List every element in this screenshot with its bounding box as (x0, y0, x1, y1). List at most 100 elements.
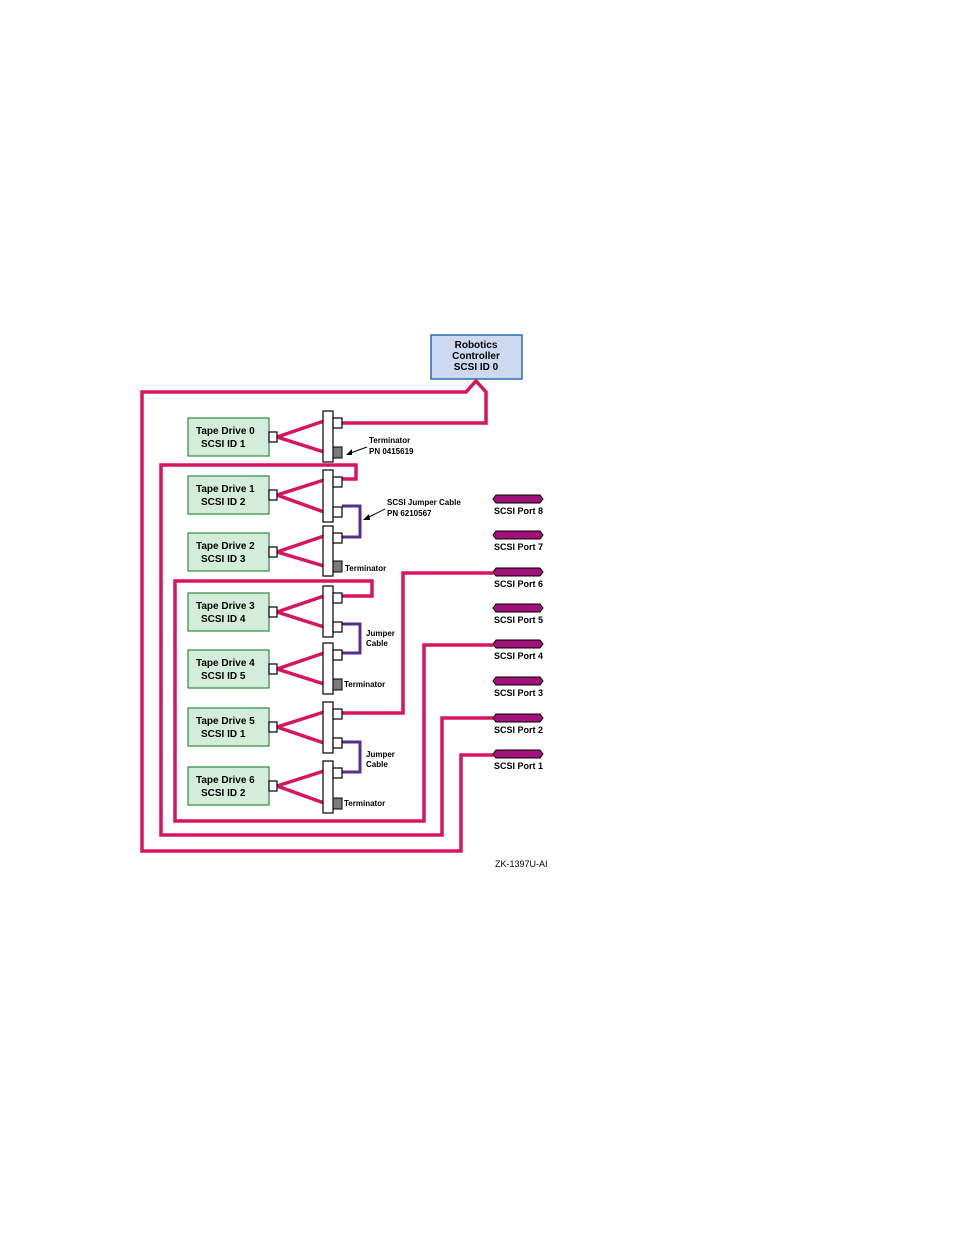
jumper-label-3b: Cable (366, 760, 388, 769)
tape-drive-name: Tape Drive 3 (196, 601, 255, 612)
jumper-cable-2 (342, 622, 362, 655)
splitter-lower-connector (332, 737, 343, 749)
scsi-port-label: SCSI Port 7 (494, 542, 543, 552)
tape-drive-name: Tape Drive 2 (196, 541, 255, 552)
scsi-port-connector (492, 494, 544, 504)
drive-connector (268, 780, 278, 792)
jumper-label-3a: Jumper (366, 750, 395, 759)
scsi-port-label: SCSI Port 3 (494, 688, 543, 698)
tape-drive-name: Tape Drive 5 (196, 716, 255, 727)
terminator (332, 678, 343, 691)
drive-cable-upper (276, 534, 325, 554)
drive-cable-upper (276, 769, 325, 788)
tape-drive-3: Tape Drive 3 SCSI ID 4 (187, 585, 343, 638)
splitter-bar (322, 469, 334, 523)
tape-drive-4: Tape Drive 4 SCSI ID 5 (187, 642, 343, 695)
drive-cable-upper (276, 710, 325, 729)
drive-cable-upper (276, 594, 325, 614)
drive-cable-lower (276, 610, 325, 629)
scsi-port-7: SCSI Port 7 (492, 530, 544, 552)
scsi-port-3: SCSI Port 3 (492, 676, 544, 698)
cable-drive3-to-port4 (173, 579, 494, 823)
tape-drive-scsi-id: SCSI ID 1 (201, 729, 246, 740)
tape-drive-5: Tape Drive 5 SCSI ID 1 (187, 701, 343, 754)
scsi-port-connector (492, 603, 544, 613)
figure-id: ZK-1397U-AI (495, 859, 548, 869)
splitter-upper-connector (332, 476, 343, 488)
drive-cable-lower (276, 725, 325, 745)
drive-connector (268, 663, 278, 675)
drive-connector (268, 431, 278, 443)
jumper-label-top: SCSI Jumper Cable (387, 498, 461, 507)
scsi-port-connector (492, 676, 544, 686)
scsi-port-8: SCSI Port 8 (492, 494, 544, 516)
tape-drive-scsi-id: SCSI ID 2 (201, 497, 246, 508)
splitter-bar (322, 642, 334, 695)
drive-cable-upper (276, 419, 325, 439)
drive-connector (268, 489, 278, 501)
drive-cable-lower (276, 493, 325, 514)
cable-drive5-to-port6 (342, 571, 494, 715)
tape-drive-scsi-id: SCSI ID 1 (201, 439, 246, 450)
scsi-port-2: SCSI Port 2 (492, 713, 544, 735)
tape-drive-name: Tape Drive 0 (196, 426, 255, 437)
terminator-label-3: Terminator (344, 680, 385, 689)
drive-cable-lower (276, 550, 325, 568)
splitter-upper-connector (332, 417, 343, 429)
splitter-upper-connector (332, 708, 343, 720)
scsi-port-connector (492, 749, 544, 759)
tape-drive-name: Tape Drive 1 (196, 484, 255, 495)
jumper-label-2a: Jumper (366, 629, 395, 638)
drive-cable-lower (276, 667, 325, 686)
scsi-port-connector (492, 639, 544, 649)
splitter-upper-connector (332, 649, 343, 661)
terminator (332, 446, 343, 459)
terminator-label-top: Terminator (369, 436, 410, 445)
scsi-port-label: SCSI Port 1 (494, 761, 543, 771)
tape-drive-scsi-id: SCSI ID 5 (201, 671, 246, 682)
tape-drive-0: Tape Drive 0 SCSI ID 1 (187, 410, 343, 463)
tape-drive-scsi-id: SCSI ID 2 (201, 788, 246, 799)
splitter-bar (322, 760, 334, 814)
drive-connector (268, 606, 278, 618)
tape-drives: Tape Drive 0 SCSI ID 1 Tape Drive 1 SCSI ID… (187, 410, 343, 814)
controller-line-1: Robotics (455, 340, 498, 351)
tape-drive-1: Tape Drive 1 SCSI ID 2 (187, 469, 343, 523)
drive-cable-lower (276, 435, 325, 454)
terminator-label-4: Terminator (344, 799, 385, 808)
drive-connector (268, 546, 278, 558)
robotics-controller: Robotics Controller SCSI ID 0 (430, 334, 523, 380)
scsi-port-label: SCSI Port 5 (494, 615, 543, 625)
drive-connector (268, 721, 278, 733)
splitter-upper-connector (332, 592, 343, 604)
drive-cable-upper (276, 478, 325, 497)
splitter-upper-connector (332, 532, 343, 544)
drive-cable-lower (276, 784, 325, 805)
scsi-port-label: SCSI Port 2 (494, 725, 543, 735)
jumper-pn-label: PN 6210567 (387, 509, 432, 518)
tape-drive-name: Tape Drive 6 (196, 775, 255, 786)
splitter-bar (322, 410, 334, 463)
scsi-port-5: SCSI Port 5 (492, 603, 544, 625)
tape-drive-name: Tape Drive 4 (196, 658, 255, 669)
tape-drive-scsi-id: SCSI ID 4 (201, 614, 246, 625)
scsi-port-connector (492, 567, 544, 577)
cable-controller-to-port1 (140, 378, 494, 853)
terminator (332, 797, 343, 810)
splitter-upper-connector (332, 767, 343, 779)
scsi-port-connector (492, 713, 544, 723)
terminator (332, 560, 343, 573)
scsi-port-1: SCSI Port 1 (492, 749, 544, 771)
splitter-lower-connector (332, 506, 343, 518)
drive-cable-upper (276, 651, 325, 671)
splitter-bar (322, 585, 334, 638)
jumper-label-2b: Cable (366, 639, 388, 648)
scsi-port-label: SCSI Port 4 (494, 651, 543, 661)
splitter-bar (322, 525, 334, 577)
jumper-cable-1 (342, 504, 362, 539)
scsi-port-4: SCSI Port 4 (492, 639, 544, 661)
terminator-label-2: Terminator (345, 564, 386, 573)
